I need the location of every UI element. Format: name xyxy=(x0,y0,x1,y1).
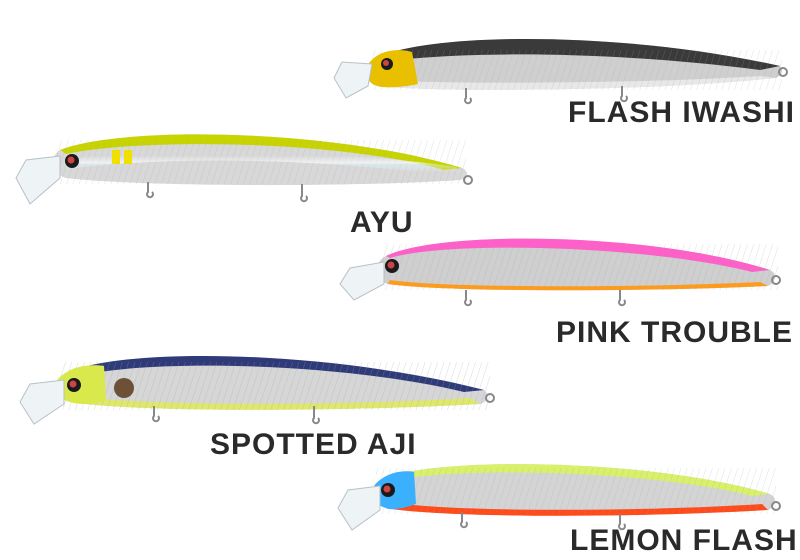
lure-lip xyxy=(337,485,381,531)
lure-pink-trouble xyxy=(339,238,781,307)
lure-spot xyxy=(114,378,134,398)
hook-eye xyxy=(152,406,160,423)
lure-flash-iwashi xyxy=(333,38,788,105)
lure-spot xyxy=(112,150,120,164)
lure-ayu xyxy=(15,134,473,205)
line-tie xyxy=(771,275,781,285)
hook-eye xyxy=(618,290,626,307)
lure-head xyxy=(366,50,418,88)
hook-eye xyxy=(300,184,308,203)
hook-eye xyxy=(620,86,628,103)
lure-lemon-flash xyxy=(337,464,781,531)
lure-lip xyxy=(19,379,65,425)
line-tie xyxy=(485,393,495,403)
lure-spot xyxy=(124,150,132,164)
hook-eye xyxy=(464,290,472,307)
lure-spotted-aji xyxy=(19,355,495,425)
hook-eye xyxy=(146,182,154,199)
lure-label-flash-iwashi: FLASH IWASHI xyxy=(568,96,795,129)
hook-eye xyxy=(312,406,320,425)
lure-lip xyxy=(333,61,373,99)
lure-label-pink-trouble: PINK TROUBLE xyxy=(556,316,793,349)
hook-eye xyxy=(460,512,468,529)
lure-label-lemon-flash: LEMON FLASH xyxy=(570,524,798,557)
line-tie xyxy=(771,501,781,511)
lure-label-spotted-aji: SPOTTED AJI xyxy=(210,428,417,461)
line-tie xyxy=(463,175,473,185)
line-tie xyxy=(778,67,788,77)
lure-label-ayu: AYU xyxy=(350,206,414,239)
lure-lip xyxy=(15,155,61,205)
hook-eye xyxy=(618,514,626,531)
hook-eye xyxy=(464,88,472,105)
lure-lip xyxy=(339,261,385,301)
